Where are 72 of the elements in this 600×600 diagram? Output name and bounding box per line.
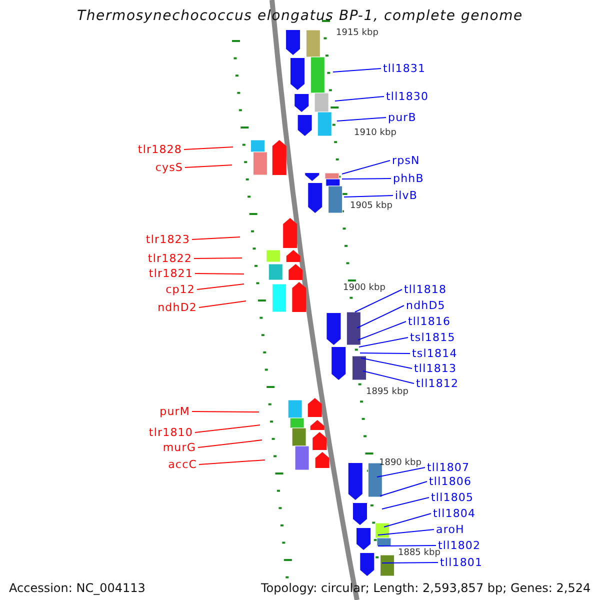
gene-label: tll1831: [383, 62, 426, 75]
footer-text: Topology: circular; Length: 2,593,857 bp; Genes: 2,524: [261, 582, 591, 595]
leader-line: [342, 160, 390, 174]
gene-label: tll1802: [438, 539, 481, 552]
leader-line: [382, 562, 438, 564]
gene-label: tlr1821: [148, 267, 193, 280]
gene-label: aroH: [436, 523, 464, 536]
leader-line: [380, 481, 428, 496]
leader-line: [342, 178, 392, 180]
title: Thermosynechococcus elongatus BP-1, complete genome: [76, 10, 524, 23]
gene-label: tll1804: [433, 507, 476, 520]
position-label: 1905 kbp: [350, 200, 392, 213]
leader-line: [382, 497, 430, 510]
position-label: 1890 kbp: [379, 457, 422, 470]
leader-line: [360, 358, 412, 369]
gene-label: tll1805: [431, 491, 474, 504]
gene-label: tll1813: [414, 362, 457, 375]
leader-line: [356, 305, 404, 328]
leader-line: [192, 236, 240, 240]
gene-label: tlr1822: [148, 252, 192, 265]
leader-line: [358, 321, 406, 340]
gene-label: ndhD2: [158, 301, 197, 314]
position-label: 1915 kbp: [336, 27, 378, 40]
gene-label: tll1801: [440, 556, 483, 569]
leader-line: [384, 513, 432, 528]
leader-line: [332, 68, 382, 72]
leader-line: [362, 370, 414, 384]
gene-label: ilvB: [395, 189, 418, 202]
leader-line: [192, 411, 260, 412]
position-label: 1895 kbp: [366, 386, 408, 399]
leader-line: [198, 440, 262, 448]
leader-line: [194, 258, 242, 259]
gene-label: ndhD5: [406, 299, 446, 312]
leader-line: [198, 460, 266, 465]
gene-label: purM: [160, 405, 190, 418]
leader-line: [194, 424, 260, 433]
gene-label: cysS: [155, 161, 183, 174]
leader-line: [194, 273, 244, 274]
gene-label: tll1830: [386, 90, 429, 103]
leader-line: [344, 195, 394, 198]
leader-line: [184, 164, 232, 168]
leader-line: [378, 529, 434, 536]
gene-label: murG: [162, 441, 196, 454]
position-label: 1885 kbp: [398, 548, 440, 558]
gene-label: tll1812: [416, 377, 459, 390]
leader-line: [360, 352, 410, 354]
leader-line: [196, 284, 244, 290]
gene-label: tll1816: [408, 315, 451, 328]
gene-label: tsl1815: [410, 331, 456, 344]
leader-line: [184, 146, 234, 150]
gene-label: tsl1814: [412, 347, 458, 360]
gene-label: phhB: [393, 172, 424, 185]
leader-line: [354, 289, 402, 312]
gene-label: tll1818: [404, 283, 447, 296]
gene-label: tlr1828: [138, 143, 182, 156]
gene-label: tll1806: [429, 475, 472, 488]
footer-text: Accession: NC_004113: [9, 582, 146, 595]
position-label: 1900 kbp: [343, 282, 386, 295]
gene-label: accC: [168, 458, 197, 471]
gene-label: cp12: [166, 283, 195, 296]
leader-line: [334, 96, 384, 102]
leader-line: [358, 337, 408, 348]
leader-line: [198, 300, 246, 308]
gene-label: tlr1823: [146, 233, 190, 246]
leader-line: [336, 117, 386, 122]
gene-label: rpsN: [392, 154, 420, 167]
gene-label: purB: [388, 111, 416, 124]
position-label: 1910 kbp: [354, 127, 396, 140]
leader-line: [378, 545, 436, 546]
gene-label: tlr1810: [148, 426, 193, 439]
gene-label: tll1807: [427, 461, 470, 474]
leader-line: [376, 467, 426, 478]
